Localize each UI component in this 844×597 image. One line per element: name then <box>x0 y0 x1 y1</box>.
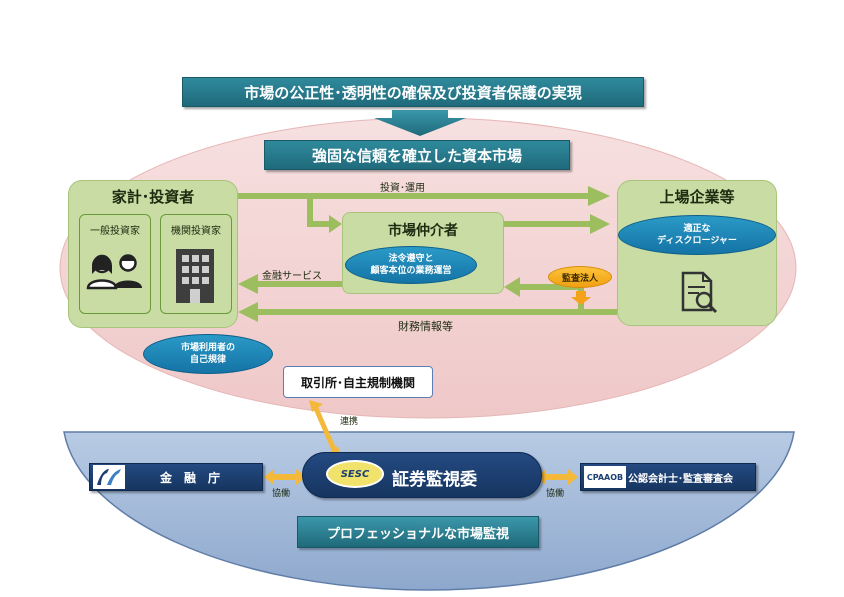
sesc-logo: SESC <box>326 460 384 488</box>
building-icon <box>176 249 214 303</box>
document-search-icon <box>681 271 718 314</box>
cpaaob-logo: CPAAOB <box>584 466 626 488</box>
self-regulation-line1: 市場利用者の <box>180 343 235 353</box>
audit-label: 監査法人 <box>561 273 598 284</box>
sesc-cpaaob-arrow <box>536 469 578 485</box>
households-title: 家計･投資者 <box>111 188 195 206</box>
audit-oval: 監査法人 <box>548 266 612 288</box>
investment-label: 投資･運用 <box>380 183 425 194</box>
sesc-logo-text: SESC <box>340 468 370 480</box>
collab-left-label: 協働 <box>272 489 291 499</box>
general-investor-label: 一般投資家 <box>90 226 140 237</box>
fsa-logo <box>93 465 125 489</box>
sesc-label: 証券監視委 <box>392 470 477 490</box>
compliance-line2: 顧客本位の業務運営 <box>370 266 452 276</box>
financial-services-arrow <box>256 281 342 287</box>
branch-arrow <box>307 199 313 227</box>
financial-info-arrow <box>256 309 617 315</box>
audit-arrow <box>571 291 591 305</box>
self-regulation-line2: 自己規律 <box>189 355 226 365</box>
bottom-banner-label: プロフェッショナルな市場監視 <box>326 526 509 542</box>
investment-arrow <box>238 193 590 199</box>
financial-services-label: 金融サービス <box>262 271 322 282</box>
exchange-label: 取引所･自主規制機関 <box>300 375 415 390</box>
disclosure-line1: 適正な <box>683 224 711 234</box>
institutional-investor-label: 機関投資家 <box>171 226 221 237</box>
general-investor-box <box>79 214 151 314</box>
exchange-box: 取引所･自主規制機関 <box>283 366 433 398</box>
cpaaob-logo-text: CPAAOB <box>586 472 624 482</box>
mid-banner: 強固な信頼を確立した資本市場 <box>264 140 570 170</box>
people-icon <box>86 254 142 290</box>
fsa-sesc-arrow <box>264 469 306 485</box>
self-regulation-oval: 市場利用者の 自己規律 <box>143 334 273 374</box>
top-banner: 市場の公正性･透明性の確保及び投資者保護の実現 <box>182 77 644 107</box>
disclosure-oval: 適正な ディスクロージャー <box>618 215 776 255</box>
listed-companies-title: 上場企業等 <box>659 188 735 206</box>
cooperation-arrow <box>309 400 341 458</box>
compliance-oval: 法令遵守と 顧客本位の業務運営 <box>345 246 477 284</box>
cooperation-label: 連携 <box>340 417 359 427</box>
bottom-banner: プロフェッショナルな市場監視 <box>297 516 539 548</box>
down-arrow <box>374 110 466 136</box>
compliance-line1: 法令遵守と <box>388 254 434 264</box>
collab-right-label: 協働 <box>546 489 565 499</box>
disclosure-line2: ディスクロージャー <box>657 236 737 246</box>
intermediary-title: 市場仲介者 <box>388 223 458 239</box>
intermediary-to-listed-arrow <box>504 221 592 227</box>
fsa-label: 金 融 庁 <box>159 471 220 485</box>
financial-info-label: 財務情報等 <box>398 320 453 333</box>
cpaaob-label: 公認会計士･監査審査会 <box>628 474 733 485</box>
